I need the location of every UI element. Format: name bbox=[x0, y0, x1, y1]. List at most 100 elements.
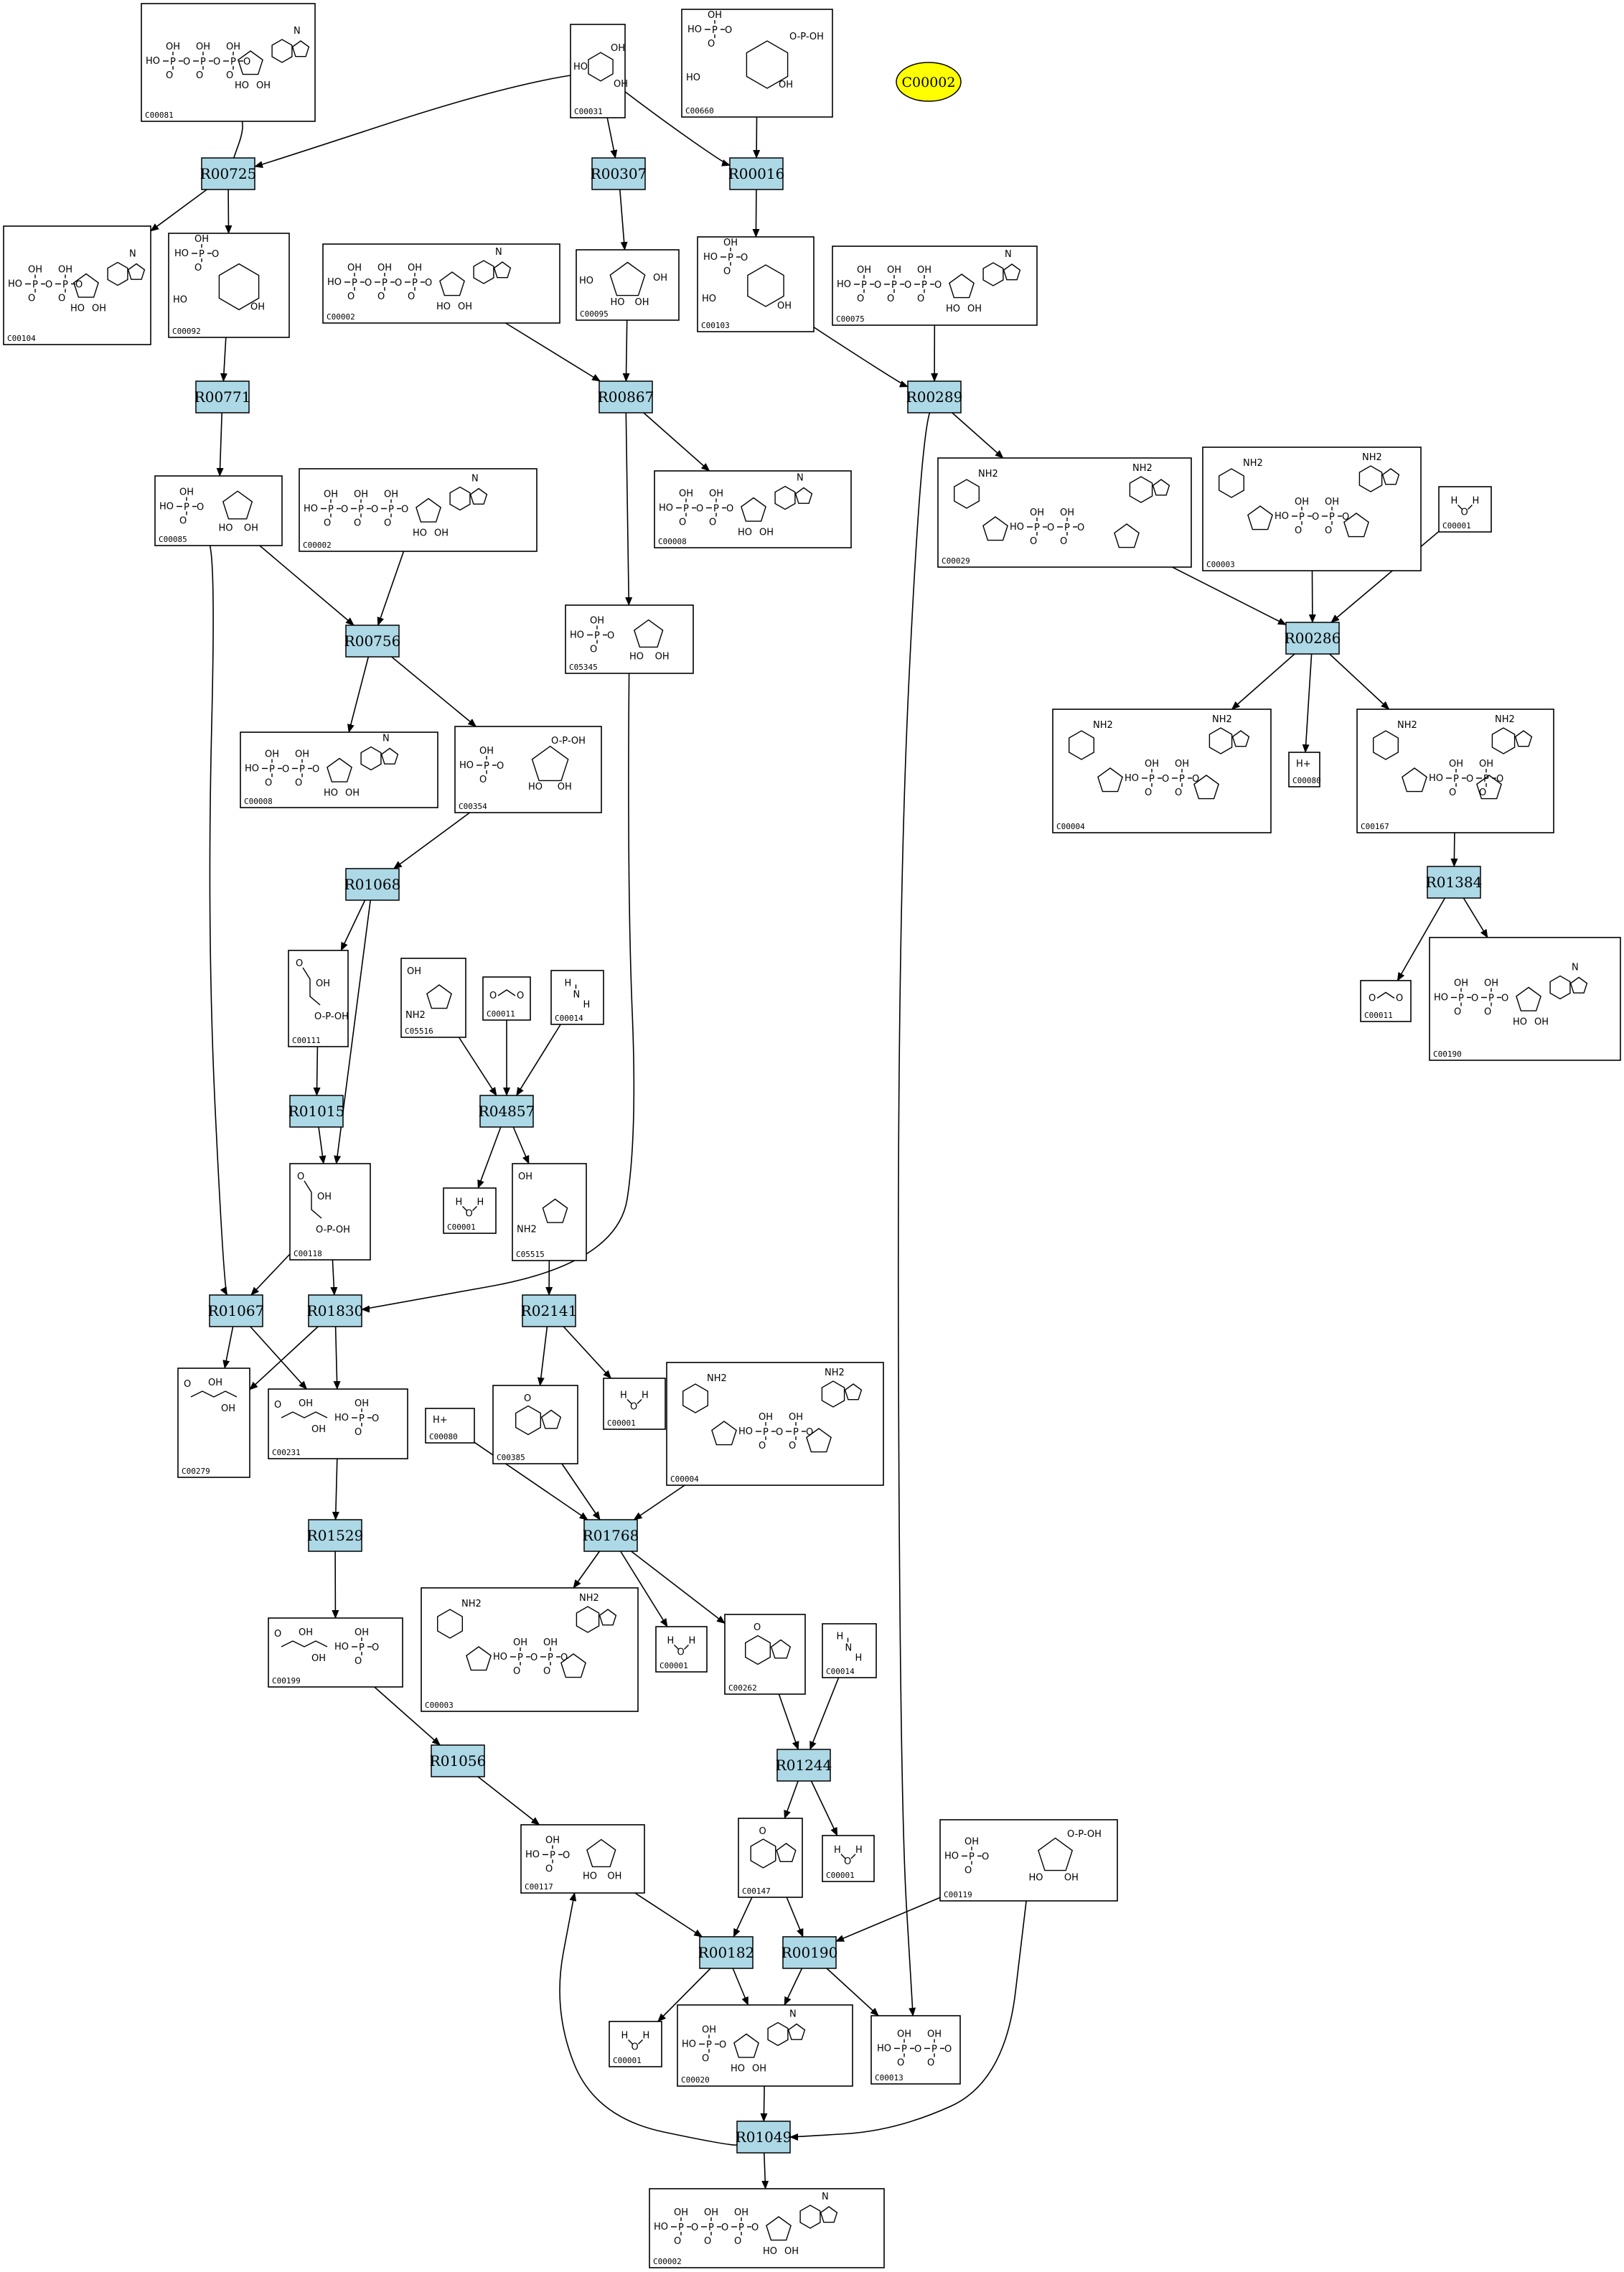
atom-label: OH bbox=[967, 304, 982, 314]
reaction-node[interactable]: R00867 bbox=[598, 380, 654, 413]
atom-label: HO bbox=[654, 2222, 668, 2233]
compound-box bbox=[666, 1362, 884, 1486]
reaction-node[interactable]: R00289 bbox=[906, 380, 963, 413]
atom-label: OH bbox=[777, 301, 792, 312]
reaction-node[interactable]: R01049 bbox=[736, 2121, 792, 2154]
edge-R01067-to-C00279 bbox=[222, 1326, 234, 1369]
reaction-node[interactable]: R01244 bbox=[776, 1749, 832, 1782]
atom-label: N bbox=[573, 990, 581, 1001]
compound-label: C00011 bbox=[487, 1009, 515, 1019]
structure-image: HOH bbox=[621, 2031, 650, 2053]
reaction-node[interactable]: R01830 bbox=[307, 1294, 364, 1327]
atom-label: O bbox=[1295, 525, 1302, 536]
reaction-node[interactable]: R01768 bbox=[583, 1519, 639, 1552]
atom-label: O bbox=[58, 294, 65, 304]
reaction-node[interactable]: R01056 bbox=[430, 1744, 487, 1777]
atom-label: HO bbox=[413, 528, 427, 539]
reaction-node[interactable]: R00182 bbox=[698, 1936, 755, 1969]
reaction-node[interactable]: R01529 bbox=[307, 1519, 364, 1552]
reaction-node[interactable]: R00016 bbox=[728, 157, 785, 190]
reaction-node[interactable]: R01015 bbox=[288, 1095, 345, 1128]
reaction-node[interactable]: R04857 bbox=[479, 1095, 535, 1128]
atom-label: OH bbox=[607, 1871, 621, 1882]
atom-label: OH bbox=[655, 652, 670, 663]
compound-node[interactable]: H+C00080 bbox=[1288, 752, 1321, 787]
reaction-node[interactable]: R00756 bbox=[344, 625, 401, 658]
reaction-node[interactable]: R00286 bbox=[1285, 622, 1341, 655]
atom-label: O bbox=[917, 294, 924, 304]
reaction-node[interactable]: R00771 bbox=[194, 380, 251, 413]
compound-label: C05515 bbox=[516, 1250, 545, 1259]
atom-label: HO bbox=[611, 297, 625, 308]
reaction-node[interactable]: R00725 bbox=[200, 157, 257, 190]
reaction-node[interactable]: R00307 bbox=[591, 157, 647, 190]
reaction-node[interactable]: R01067 bbox=[208, 1294, 265, 1327]
bond bbox=[586, 1838, 616, 1868]
atom-label: OH bbox=[1325, 497, 1339, 508]
highlighted-compound[interactable]: C00002 bbox=[896, 62, 962, 102]
atom-label: OH bbox=[311, 1653, 326, 1664]
reaction-node[interactable]: R00190 bbox=[782, 1936, 838, 1969]
reaction-node[interactable]: R01068 bbox=[344, 868, 401, 901]
atom-label: OH bbox=[179, 487, 194, 498]
reaction-node[interactable]: R02141 bbox=[521, 1294, 578, 1327]
bond bbox=[380, 747, 399, 765]
atom-label: O bbox=[704, 2236, 711, 2247]
compound-node[interactable]: H+C00080 bbox=[425, 1408, 475, 1444]
compound-label: C00354 bbox=[459, 802, 487, 811]
bond bbox=[1003, 263, 1021, 281]
reaction-node[interactable]: R01384 bbox=[1426, 866, 1483, 899]
atom-label: OH bbox=[674, 2207, 688, 2218]
bond bbox=[560, 1653, 586, 1678]
